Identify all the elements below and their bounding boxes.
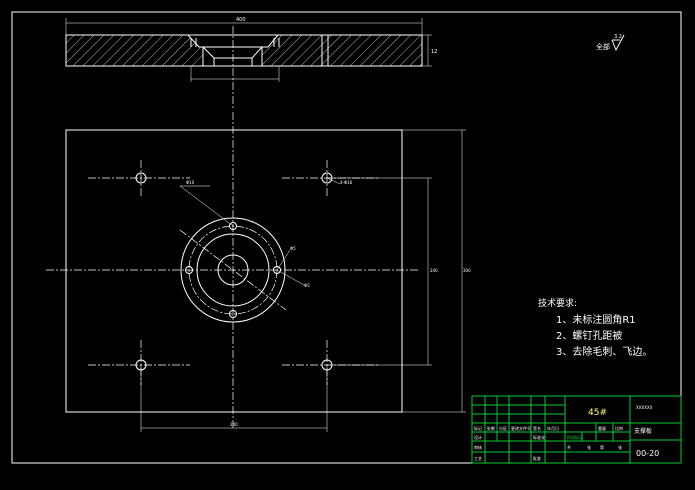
title-block: 45# XXXXXX 支撑板 00-20 标记 处数 分区 更改文件号 签名 年…: [471, 395, 682, 464]
roughness-symbol: 全部 3.2: [596, 34, 625, 52]
tb-row3-label-2: 工艺: [474, 456, 482, 461]
note-item-2: 2、螺钉孔距被: [556, 329, 622, 342]
tb-row2-label-2: 标准化: [533, 434, 545, 440]
hole-top-right-label: 4-Φ16: [340, 180, 353, 185]
tb-row3-label-6: 第: [600, 444, 604, 450]
hole-small-label: Φ5: [304, 283, 310, 288]
tb-row-label-3: 分区: [499, 425, 507, 431]
corner-hole-tl: [88, 160, 190, 196]
section-height-label: 12: [431, 49, 437, 55]
bottom-dim-label: 240: [230, 422, 238, 427]
roughness-label: 全部: [596, 42, 610, 51]
tb-row3-label-7: 张: [618, 444, 622, 450]
part-name-label: 支撑板: [634, 427, 652, 435]
right-dim-inner-label: 240: [430, 268, 438, 273]
corner-hole-br: [282, 340, 380, 385]
note-item-3: 3、去除毛刺、飞边。: [556, 345, 652, 358]
center-left-label: Φ10: [186, 180, 195, 185]
section-view: 400 12: [65, 17, 437, 110]
right-dim-outer-label: 300: [463, 268, 471, 273]
plan-view: Φ10 4-Φ16 Φ5 Φ5 240 240 300: [46, 112, 471, 432]
drawing-frame: [11, 11, 682, 464]
company-label: XXXXXX: [636, 405, 653, 410]
central-flange: [179, 217, 287, 323]
drawing-number-label: 00-20: [636, 449, 659, 458]
corner-hole-bl: [88, 340, 190, 385]
material-label: 45#: [588, 408, 607, 418]
tb-row3-label-3: 批准: [533, 455, 541, 461]
notes-heading: 技术要求:: [538, 297, 577, 309]
technical-notes: 技术要求: 1、未标注圆角R1 2、螺钉孔距被 3、去除毛刺、飞边。: [538, 297, 652, 358]
tb-row2-label-4: 重量: [598, 425, 606, 431]
tb-row3-label-4: 共: [567, 444, 571, 450]
note-item-1: 1、未标注圆角R1: [556, 313, 636, 326]
tb-row-label-6: 年月日: [547, 425, 559, 431]
tb-row-label-2: 处数: [487, 425, 495, 431]
roughness-value: 3.2: [614, 34, 622, 40]
tb-row2-label-5: 比例: [615, 425, 623, 431]
tb-row-label-5: 签名: [533, 425, 541, 431]
tb-row2-label-1: 设计: [474, 434, 482, 440]
bolt-circle-label: Φ5: [290, 246, 296, 251]
tb-row-label-4: 更改文件号: [511, 425, 531, 431]
section-width-label: 400: [236, 17, 246, 23]
tb-row3-label-1: 审核: [474, 444, 482, 450]
tb-row2-label-3: 阶段标记: [567, 434, 583, 440]
tb-row3-label-5: 张: [587, 444, 591, 450]
tb-row-label-1: 标记: [474, 425, 482, 431]
